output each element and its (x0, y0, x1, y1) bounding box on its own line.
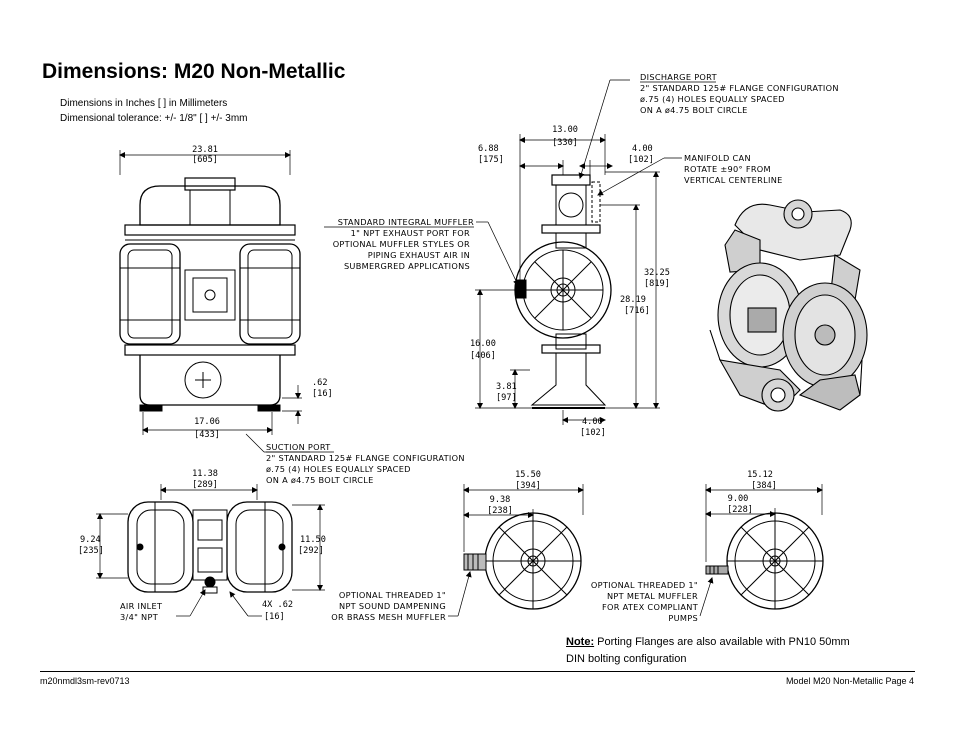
muffler-callout: STANDARD INTEGRAL MUFFLER 1" NPT EXHAUST… (324, 217, 474, 271)
top-holes-mm: [16] (264, 612, 285, 622)
muffler1-overall-mm: [394] (515, 481, 541, 491)
front-base-width-mm: [433] (194, 430, 220, 440)
sound-muffler-callout: OPTIONAL THREADED 1" NPT SOUND DAMPENING… (331, 590, 446, 622)
svg-text:PIPING EXHAUST AIR IN: PIPING EXHAUST AIR IN (368, 250, 470, 260)
svg-text:ø.75 (4) HOLES EQUALLY SPACED: ø.75 (4) HOLES EQUALLY SPACED (640, 94, 785, 104)
svg-text:STANDARD INTEGRAL MUFFLER: STANDARD INTEGRAL MUFFLER (338, 217, 474, 227)
muffler1-partial: 9.38 (490, 495, 511, 505)
svg-text:PUMPS: PUMPS (668, 613, 698, 623)
front-base-width: 17.06 (194, 417, 220, 427)
side-right-offset-mm: [102] (628, 155, 654, 165)
air-inlet-callout: AIR INLET 3/4" NPT (120, 601, 163, 622)
svg-text:3/4" NPT: 3/4" NPT (120, 612, 159, 622)
side-discharge-height: 28.19 (620, 295, 646, 305)
suction-port-callout: SUCTION PORT 2" STANDARD 125# FLANGE CON… (266, 442, 465, 485)
svg-text:NPT SOUND DAMPENING: NPT SOUND DAMPENING (339, 601, 446, 611)
top-half-width-mm: [289] (192, 480, 218, 490)
side-base-depth: 4.00 (582, 417, 603, 427)
top-view-dimensions (96, 484, 325, 617)
side-right-offset: 4.00 (632, 144, 653, 154)
units-note: Dimensions in Inches [ ] in Millimeters (60, 98, 228, 109)
side-overall-height-mm: [819] (644, 279, 670, 289)
svg-text:DISCHARGE PORT: DISCHARGE PORT (640, 72, 718, 82)
svg-text:ON A ø4.75 BOLT CIRCLE: ON A ø4.75 BOLT CIRCLE (266, 475, 374, 485)
side-center-height-mm: [406] (470, 351, 496, 361)
svg-text:AIR INLET: AIR INLET (120, 601, 163, 611)
porting-note: Note: Porting Flanges are also available… (566, 634, 866, 668)
front-overall-width: 23.81 (192, 145, 218, 155)
side-suction-height: 3.81 (496, 382, 517, 392)
muffler1-overall: 15.50 (515, 470, 541, 480)
isometric-pump-image (709, 199, 868, 412)
svg-text:ROTATE ±90° FROM: ROTATE ±90° FROM (684, 164, 771, 174)
front-overall-width-mm: [605] (192, 155, 218, 165)
side-view-dimensions (475, 79, 682, 425)
svg-text:2" STANDARD 125# FLANGE CONFIG: 2" STANDARD 125# FLANGE CONFIGURATION (266, 453, 465, 463)
side-left-offset-mm: [175] (478, 155, 504, 165)
muffler-view-2-drawing (705, 512, 824, 610)
svg-text:1" NPT EXHAUST PORT FOR: 1" NPT EXHAUST PORT FOR (351, 228, 470, 238)
side-top-width-mm: [330] (552, 138, 578, 148)
svg-text:SUCTION PORT: SUCTION PORT (266, 442, 331, 452)
footer-doc-id: m20nmdl3sm-rev0713 (40, 676, 130, 686)
top-right-depth-mm: [292] (298, 546, 324, 556)
svg-text:VERTICAL CENTERLINE: VERTICAL CENTERLINE (684, 175, 783, 185)
side-view-drawing (514, 174, 612, 409)
top-left-depth: 9.24 (80, 535, 101, 545)
svg-text:OR BRASS MESH MUFFLER: OR BRASS MESH MUFFLER (331, 612, 446, 622)
page-title: Dimensions: M20 Non-Metallic (42, 60, 346, 83)
side-center-height: 16.00 (470, 339, 496, 349)
svg-text:2" STANDARD 125# FLANGE CONFIG: 2" STANDARD 125# FLANGE CONFIGURATION (640, 83, 839, 93)
side-suction-height-mm: [97] (496, 393, 517, 403)
footer-page-label: Model M20 Non-Metallic Page 4 (785, 676, 914, 686)
manifold-callout: MANIFOLD CAN ROTATE ±90° FROM VERTICAL C… (684, 153, 783, 185)
top-half-width: 11.38 (192, 469, 218, 479)
svg-text:ON A ø4.75 BOLT CIRCLE: ON A ø4.75 BOLT CIRCLE (640, 105, 748, 115)
svg-text:ø.75 (4) HOLES EQUALLY SPACED: ø.75 (4) HOLES EQUALLY SPACED (266, 464, 411, 474)
front-foot-height-mm: [16] (312, 389, 333, 399)
muffler2-partial: 9.00 (728, 494, 749, 504)
top-left-depth-mm: [235] (78, 546, 104, 556)
metal-muffler-callout: OPTIONAL THREADED 1" NPT METAL MUFFLER F… (591, 580, 699, 623)
side-overall-height: 32.25 (644, 268, 670, 278)
muffler-view-1-dimensions (448, 484, 584, 617)
side-left-offset: 6.88 (478, 144, 499, 154)
muffler2-overall-mm: [384] (751, 481, 777, 491)
muffler2-overall: 15.12 (747, 470, 773, 480)
note-text: Porting Flanges are also available with … (566, 636, 850, 665)
front-view-drawing (119, 177, 301, 412)
discharge-port-callout: DISCHARGE PORT 2" STANDARD 125# FLANGE C… (640, 72, 839, 115)
svg-text:OPTIONAL MUFFLER STYLES OR: OPTIONAL MUFFLER STYLES OR (333, 239, 470, 249)
muffler1-partial-mm: [238] (487, 506, 513, 516)
svg-text:OPTIONAL THREADED 1": OPTIONAL THREADED 1" (339, 590, 446, 600)
note-label: Note: (566, 636, 595, 648)
svg-text:MANIFOLD CAN: MANIFOLD CAN (684, 153, 751, 163)
muffler2-partial-mm: [228] (727, 505, 753, 515)
svg-text:NPT METAL MUFFLER: NPT METAL MUFFLER (607, 591, 698, 601)
footer-divider (40, 671, 915, 672)
muffler-view-2-dimensions (699, 484, 823, 617)
side-top-width: 13.00 (552, 125, 578, 135)
svg-text:SUBMERGRED APPLICATIONS: SUBMERGRED APPLICATIONS (344, 261, 470, 271)
top-holes: 4X .62 (262, 600, 293, 610)
svg-text:FOR ATEX COMPLIANT: FOR ATEX COMPLIANT (602, 602, 699, 612)
front-foot-height: .62 (312, 378, 328, 388)
side-base-depth-mm: [102] (580, 428, 606, 438)
svg-text:OPTIONAL THREADED 1": OPTIONAL THREADED 1" (591, 580, 698, 590)
top-view-drawing (127, 501, 293, 594)
side-discharge-height-mm: [716] (624, 306, 650, 316)
top-right-depth: 11.50 (300, 535, 326, 545)
muffler-view-1-drawing (463, 512, 582, 610)
tolerance-note: Dimensional tolerance: +/- 1/8" [ ] +/- … (60, 113, 248, 124)
